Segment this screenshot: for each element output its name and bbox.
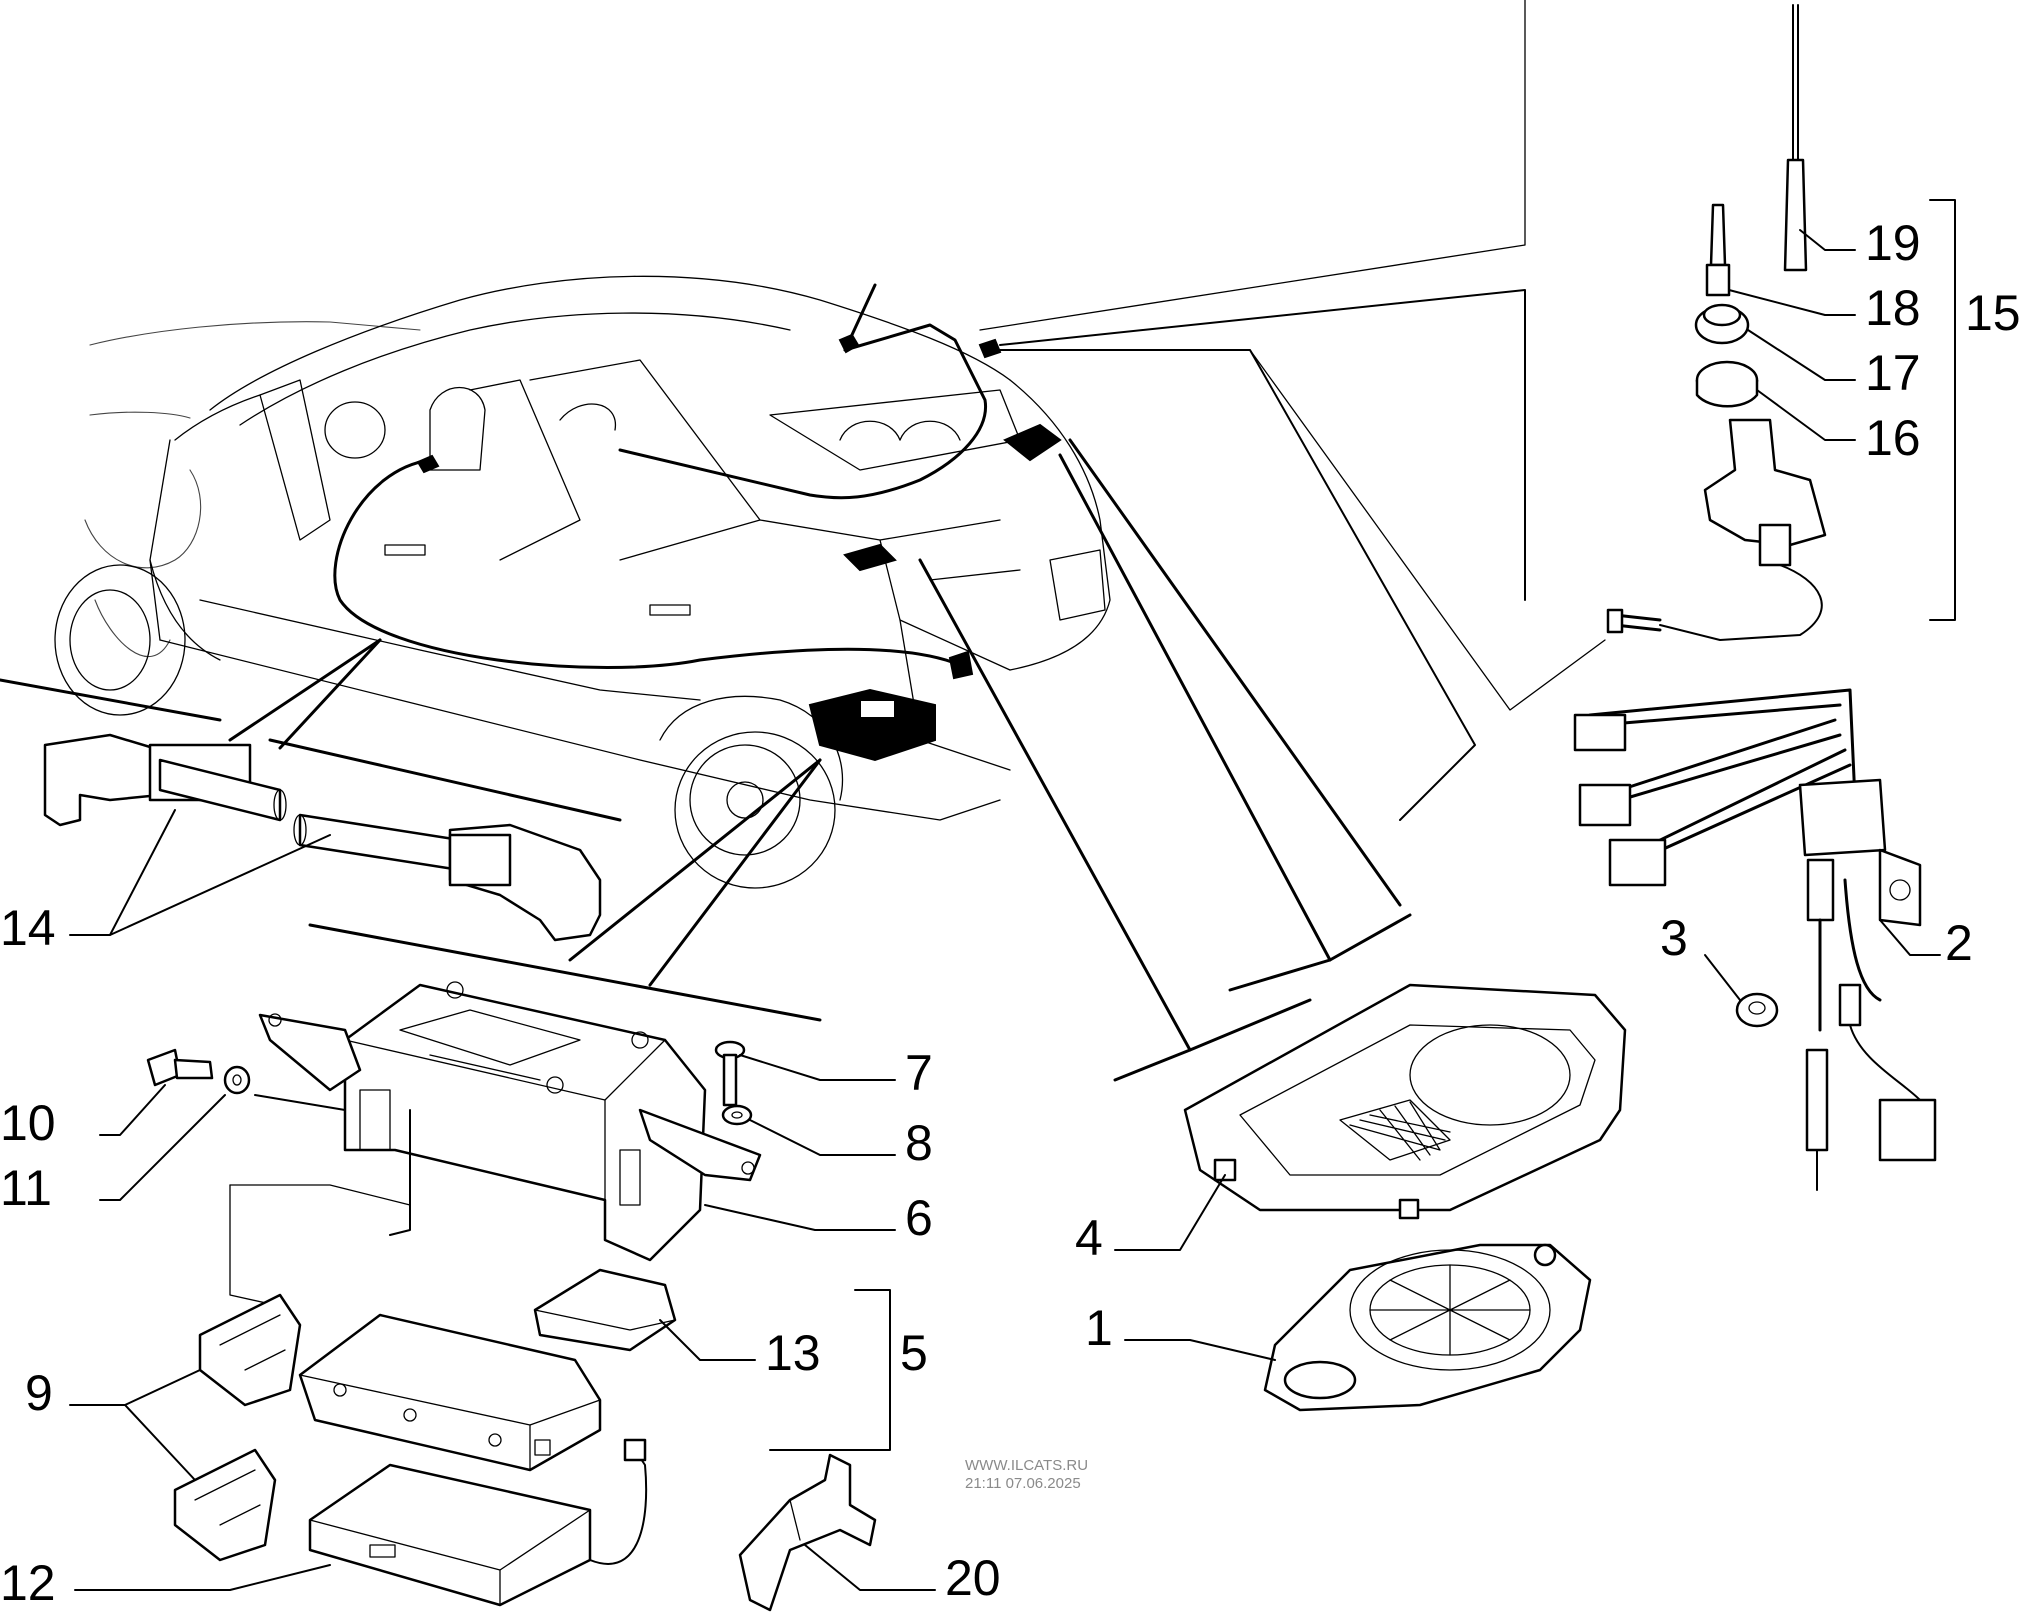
cover-13: [533, 1268, 677, 1352]
callout-20: 20: [945, 1550, 1001, 1606]
callout-11: 11: [0, 1160, 52, 1216]
callout-16: 16: [1865, 410, 1921, 466]
callout-18: 18: [1865, 280, 1921, 336]
antenna-cable: [43, 733, 602, 942]
callout-8: 8: [905, 1115, 933, 1171]
bracket-9-top: [198, 1293, 302, 1407]
leader-lines: [0, 0, 1606, 1451]
antenna-assembly: [1606, 4, 1827, 641]
callout-13: 13: [765, 1325, 821, 1381]
callout-4: 4: [1075, 1210, 1103, 1266]
callout-9: 9: [25, 1365, 53, 1421]
watermark-site: WWW.ILCATS.RU: [965, 1457, 1088, 1474]
callout-3: 3: [1660, 910, 1688, 966]
radio-unit: [298, 1313, 602, 1472]
callout-2: 2: [1945, 915, 1973, 971]
screw-7: [714, 1040, 746, 1107]
speaker: [1263, 1243, 1592, 1412]
callout-12: 12: [0, 1555, 56, 1611]
washer-11: [223, 1065, 251, 1095]
speaker-grille: [1183, 983, 1627, 1220]
bracket-9-bottom: [173, 1448, 277, 1562]
car-illustration: [54, 275, 1111, 889]
washer-8: [721, 1104, 753, 1126]
mounting-frame: [258, 981, 762, 1262]
module-12: [308, 1438, 648, 1607]
watermark-date: 21:11 07.06.2025: [965, 1475, 1081, 1492]
callout-14: 14: [0, 900, 56, 956]
callout-5: 5: [900, 1325, 928, 1381]
callout-6: 6: [905, 1190, 933, 1246]
callout-7: 7: [905, 1045, 933, 1101]
callout-10: 10: [0, 1095, 56, 1151]
nut: [1735, 992, 1779, 1028]
callout-17: 17: [1865, 345, 1921, 401]
callout-leaders: [69, 199, 1956, 1591]
callout-1: 1: [1085, 1300, 1113, 1356]
bracket-20: [738, 1453, 877, 1612]
callout-19: 19: [1865, 215, 1921, 271]
bolt-10: [146, 1048, 214, 1087]
callout-15: 15: [1965, 285, 2021, 341]
antenna-amplifier: [1573, 688, 1937, 1191]
